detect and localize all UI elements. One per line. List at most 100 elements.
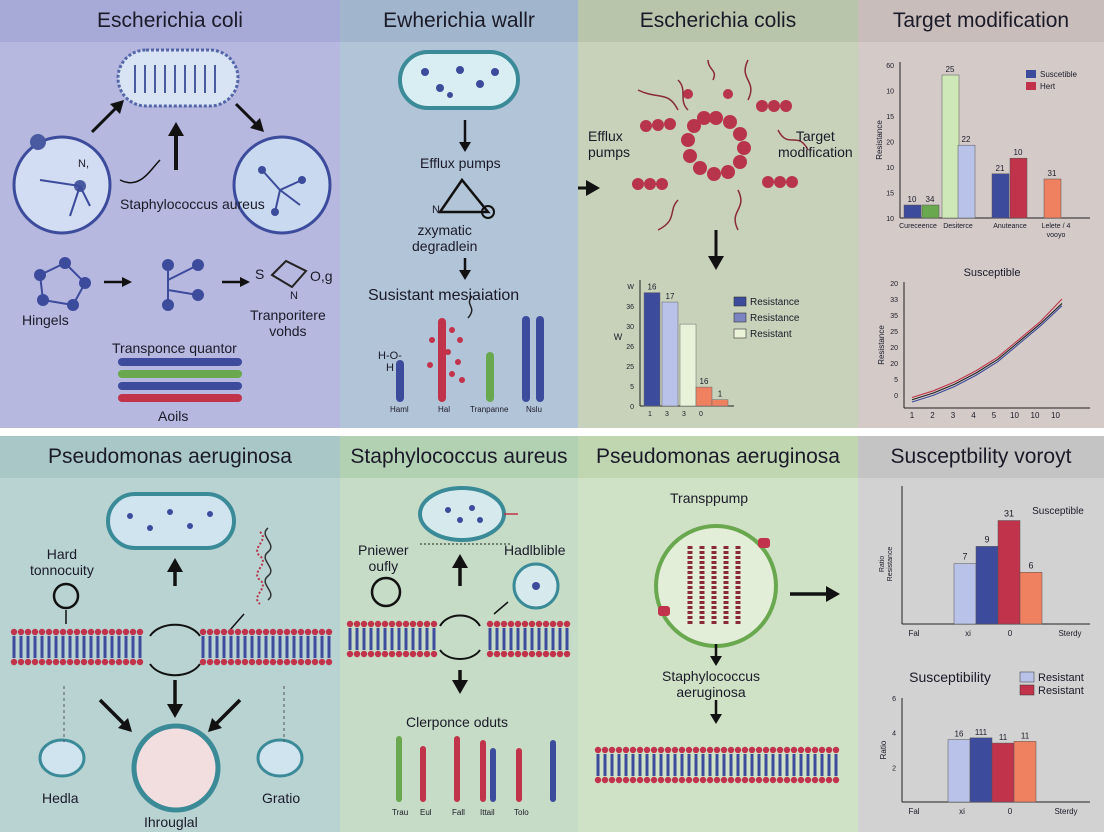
membrane-tail [131,636,135,658]
membrane-head [685,746,693,754]
membrane-head [535,650,543,658]
membrane-head [94,658,102,666]
membrane-tail [222,636,226,658]
membrane-tail [201,636,205,658]
membrane-tail [397,628,401,650]
membrane-tail [82,636,86,658]
membrane-head [227,628,235,636]
membrane-head [87,658,95,666]
membrane-tail [257,636,261,658]
membrane-tail [236,636,240,658]
panel-title: Staphylococcus aureus [340,436,578,478]
membrane-head [542,650,550,658]
membrane-head [304,628,312,636]
label-hard: Hard tonnocuity [30,546,94,578]
chart2-tick-x: vooyo [1047,232,1066,239]
chart1-data-label: 1 [718,390,723,399]
membrane-head [45,628,53,636]
membrane-head [643,746,651,754]
membrane-head [206,658,214,666]
membrane-head [66,628,74,636]
chart1-bar [711,399,729,407]
membrane-tail [558,628,562,650]
membrane-tail [285,636,289,658]
membrane-head [227,658,235,666]
label-pniewer: Pniewer oufly [358,542,409,574]
membrane-head [594,746,602,754]
chart3-tick-x: 10 [1031,411,1040,420]
label-og: O,g [310,268,333,284]
membrane-head [692,776,700,784]
chart4-tick-x: Fal [908,629,919,638]
chart4-tick-x: xi [965,629,971,638]
chart2-tick-y: 60 [886,63,894,70]
chart3-tick-y: 20 [890,345,898,352]
membrane-head [643,776,651,784]
membrane-head [10,658,18,666]
membrane-tail [320,636,324,658]
membrane-tail [54,636,58,658]
membrane-head [199,628,207,636]
label-transp: Tranporitere vohds [250,307,326,339]
membrane-head [423,650,431,658]
membrane-head [615,746,623,754]
chart4-ylabel: Resistance [887,547,894,582]
membrane-head [727,776,735,784]
chart3-tick-x: 5 [992,411,997,420]
membrane-head [213,628,221,636]
membrane-head [45,658,53,666]
chart5-ylabel: Ratio [879,740,888,759]
membrane-tail [502,628,506,650]
chart5-legend-swatch [1019,684,1035,696]
chart1-tick-x: 0 [699,411,703,418]
membrane-head [594,776,602,784]
p7-illustration [594,524,840,784]
membrane-head [706,746,714,754]
panel-title: Escherichia coli [0,0,340,42]
membrane-head [486,650,494,658]
membrane-tail [33,636,37,658]
label-s: S [255,266,265,282]
membrane-head [255,628,263,636]
label-x3: Fall [452,808,465,817]
membrane-head [101,658,109,666]
membrane-head [199,658,207,666]
membrane-head [108,628,116,636]
membrane-head [395,620,403,628]
label-x2: Hal [438,405,451,414]
label-x1: Trau [392,808,409,817]
label-zymatic: zxymatic degradlein [412,222,478,254]
membrane-head [94,628,102,636]
chart1-tick-x: 3 [665,411,669,418]
membrane-tail [617,754,621,776]
membrane-tail [820,754,824,776]
membrane-head [367,650,375,658]
membrane-head [514,620,522,628]
membrane-head [353,650,361,658]
chart4-ylabel: Ratio [879,556,886,572]
membrane-head [741,776,749,784]
chart5-legend-swatch [1019,671,1035,683]
membrane-tail [250,636,254,658]
chart1-tick-y: 30 [626,324,634,331]
membrane-head [234,658,242,666]
membrane-tail [680,754,684,776]
chart1-tick-y: 25 [626,364,634,371]
membrane-head [52,658,60,666]
membrane-head [748,776,756,784]
chart2-bar [1043,178,1062,219]
membrane-tail [47,636,51,658]
panel-pseudomonas-2: Pseudomonas aeruginosa Transppump Staphy… [578,436,858,832]
membrane-tail [708,754,712,776]
membrane-head [388,620,396,628]
membrane-head [276,628,284,636]
membrane-head [825,746,833,754]
chart2-data-label: 34 [926,195,935,204]
label-hnro: H-O- H [378,350,402,374]
label-target: Target modification [778,128,853,160]
membrane-tail [806,754,810,776]
membrane-head [108,658,116,666]
chart4-data-label: 31 [1004,509,1014,519]
